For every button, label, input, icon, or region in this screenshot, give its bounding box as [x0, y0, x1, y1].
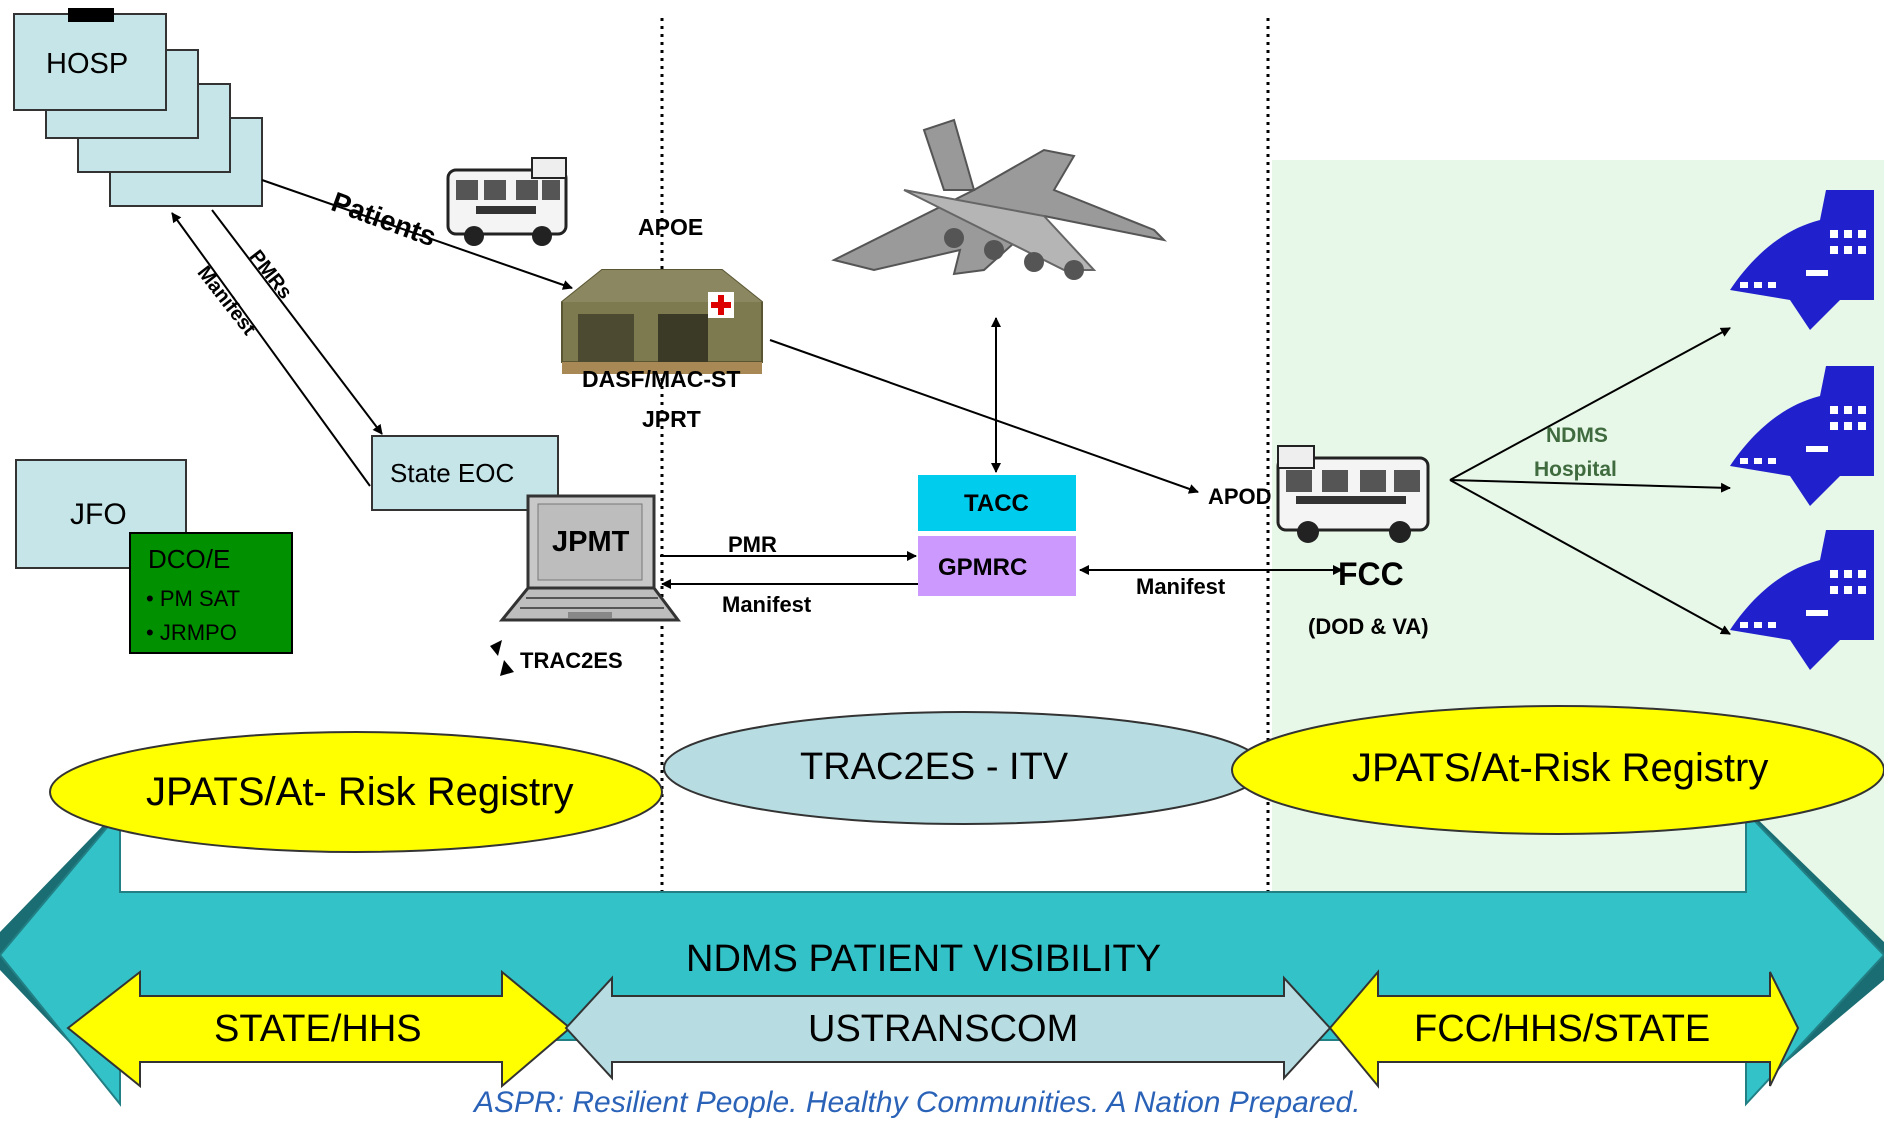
dco-item-jrmpo: • JRMPO	[146, 620, 237, 645]
arrow-state-hhs-label: STATE/HHS	[214, 1008, 422, 1050]
dod-va-label: (DOD & VA)	[1308, 614, 1429, 639]
arrow-fcc-label: FCC/HHS/STATE	[1414, 1008, 1711, 1050]
arrow-apoe-apod	[769, 339, 1199, 494]
arrow-ustranscom-label: USTRANSCOM	[808, 1008, 1079, 1050]
jpmt-label: JPMT	[552, 526, 630, 558]
jfo-label: JFO	[70, 498, 127, 531]
tent-icon	[561, 269, 763, 374]
trac2es-arrow-up-icon	[490, 640, 502, 656]
apod-label: APOD	[1208, 484, 1272, 509]
manifest-mid-label: Manifest	[722, 592, 812, 617]
arrow-patients	[261, 179, 573, 290]
arrow-manifest-left	[171, 212, 371, 487]
laptop-icon	[498, 494, 681, 622]
arrow-pmrs	[211, 209, 383, 435]
gpmrc-label: GPMRC	[938, 554, 1028, 581]
hospital-icon	[1730, 190, 1874, 330]
ellipse-left-label: JPATS/At- Risk Registry	[146, 770, 574, 814]
ellipse-jpats-right	[1231, 705, 1884, 835]
footer-tagline: ASPR: Resilient People. Healthy Communit…	[474, 1086, 1361, 1119]
ellipse-right-label: JPATS/At-Risk Registry	[1352, 746, 1769, 790]
ndms-label: NDMS	[1546, 424, 1608, 447]
apoe-label: APOE	[638, 214, 704, 240]
airplane-icon	[831, 118, 1168, 280]
trac2es-label: TRAC2ES	[520, 648, 623, 673]
hospital-label: Hospital	[1534, 458, 1617, 481]
dasf-label: DASF/MAC-ST	[582, 366, 741, 392]
hosp-label: HOSP	[46, 48, 129, 80]
state-eoc-label: State EOC	[390, 458, 515, 488]
hospital-icon	[1730, 530, 1874, 670]
gpmrc-box	[918, 536, 1076, 596]
manifest-right-label: Manifest	[1136, 574, 1226, 599]
arrow-hospital-2	[1449, 479, 1731, 493]
arrow-fcc-hhs-state	[1328, 969, 1800, 1089]
ambulance-icon	[1276, 445, 1430, 543]
dco-item-pm-sat: • PM SAT	[146, 586, 241, 611]
pmr-label: PMR	[728, 532, 777, 557]
tacc-label: TACC	[964, 490, 1029, 517]
ellipse-mid-label: TRAC2ES - ITV	[800, 746, 1069, 788]
ellipse-jpats-left	[49, 731, 663, 853]
trac2es-arrow-down-icon	[500, 660, 514, 676]
hosp-tab	[68, 8, 114, 22]
ambulance-icon	[446, 157, 568, 246]
tacc-box	[918, 475, 1076, 531]
arrow-hospital-1	[1449, 327, 1731, 481]
hospital-icon	[1730, 366, 1874, 506]
jprt-label: JPRT	[642, 406, 701, 432]
arrow-hospital-3	[1449, 479, 1731, 635]
fcc-label: FCC	[1338, 556, 1404, 592]
dco-label: DCO/E	[148, 544, 231, 574]
big-arrow-label: NDMS PATIENT VISIBILITY	[686, 938, 1162, 980]
dco-box	[129, 532, 293, 654]
